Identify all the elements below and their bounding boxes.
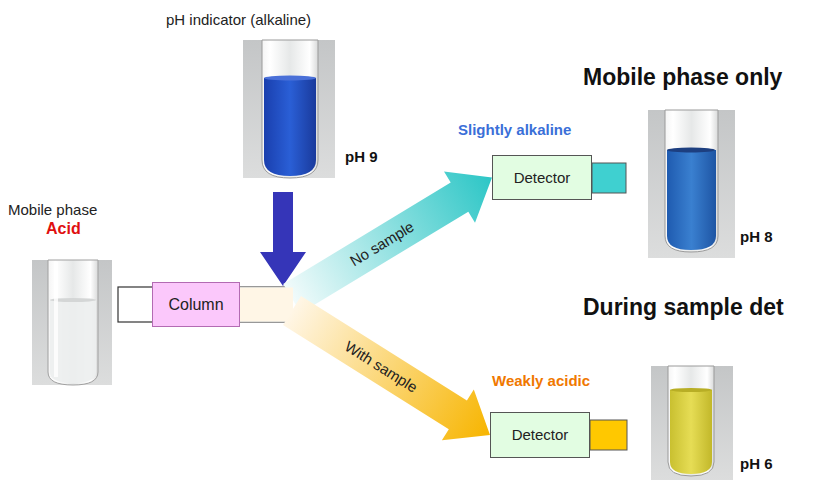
flow-arrow <box>240 172 492 322</box>
flow-arrow-body <box>283 296 490 440</box>
mobile-phase-tube-photo <box>32 260 112 385</box>
indicator-feed-arrow <box>260 192 306 286</box>
ph-value: pH 6 <box>740 455 773 473</box>
ph-value: pH 8 <box>740 228 773 246</box>
section-heading: Mobile phase only <box>583 64 782 92</box>
detector-box: Detector <box>492 155 592 200</box>
flow-arrow <box>240 288 490 441</box>
detector-box: Detector <box>490 412 590 458</box>
reagent-caption: Mobile phase <box>8 201 97 219</box>
state-label: Weakly acidic <box>492 372 590 390</box>
section-heading: During sample det <box>583 294 784 322</box>
box-label: Column <box>168 295 223 314</box>
box-label: Detector <box>514 169 571 187</box>
column-box: Column <box>152 282 240 327</box>
reagent-caption: pH indicator (alkaline) <box>166 11 311 29</box>
flow-stub <box>240 288 293 322</box>
flow-cell <box>590 420 627 450</box>
flow-stub <box>240 288 293 322</box>
acidity-label: Acid <box>46 219 81 238</box>
alkaline-tube-photo <box>648 110 735 258</box>
box-label: Detector <box>512 426 569 444</box>
flow-arrow-body <box>283 172 492 314</box>
indicator-tube-photo <box>243 40 335 178</box>
acidic-tube-photo <box>651 366 733 480</box>
ph-value: pH 9 <box>345 148 378 166</box>
state-label: Slightly alkaline <box>458 121 571 139</box>
flow-cell <box>592 163 626 193</box>
